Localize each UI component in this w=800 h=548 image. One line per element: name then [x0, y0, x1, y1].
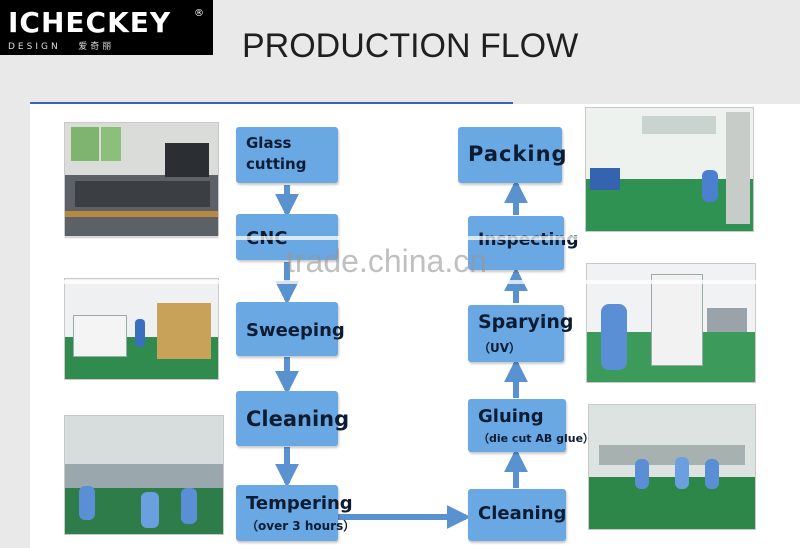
brand-logo: ICHECKEY ® DESIGN 爱奇丽: [0, 0, 213, 55]
page-title: PRODUCTION FLOW: [242, 27, 579, 65]
step-cleaning-final: Cleaning: [468, 489, 566, 541]
step-glass-cutting: Glass cutting: [236, 127, 338, 183]
watermark-band-top: [30, 236, 800, 240]
photo-clean-room: [64, 415, 224, 535]
step-tempering: Tempering （over 3 hours）: [236, 485, 355, 541]
photo-cnc-workshop: [64, 278, 219, 380]
logo-subtitle: DESIGN 爱奇丽: [8, 42, 115, 52]
step-gluing: Gluing （die cut AB glue）: [468, 399, 594, 452]
step-spraying: Sparying （UV）: [468, 305, 574, 362]
step-cleaning: Cleaning: [236, 391, 349, 446]
logo-text: ICHECKEY: [8, 6, 172, 39]
step-sweeping: Sweeping: [236, 302, 345, 356]
step-packing: Packing: [458, 127, 567, 183]
photo-packing-room: [585, 107, 754, 232]
photo-glass-cutting: [64, 122, 219, 239]
photo-gluing-room: [588, 404, 756, 530]
watermark-band-bottom: [30, 280, 800, 284]
step-inspecting: Inspecting: [468, 216, 579, 270]
registered-mark: ®: [194, 8, 204, 19]
watermark: trade.china.cn: [286, 243, 488, 279]
